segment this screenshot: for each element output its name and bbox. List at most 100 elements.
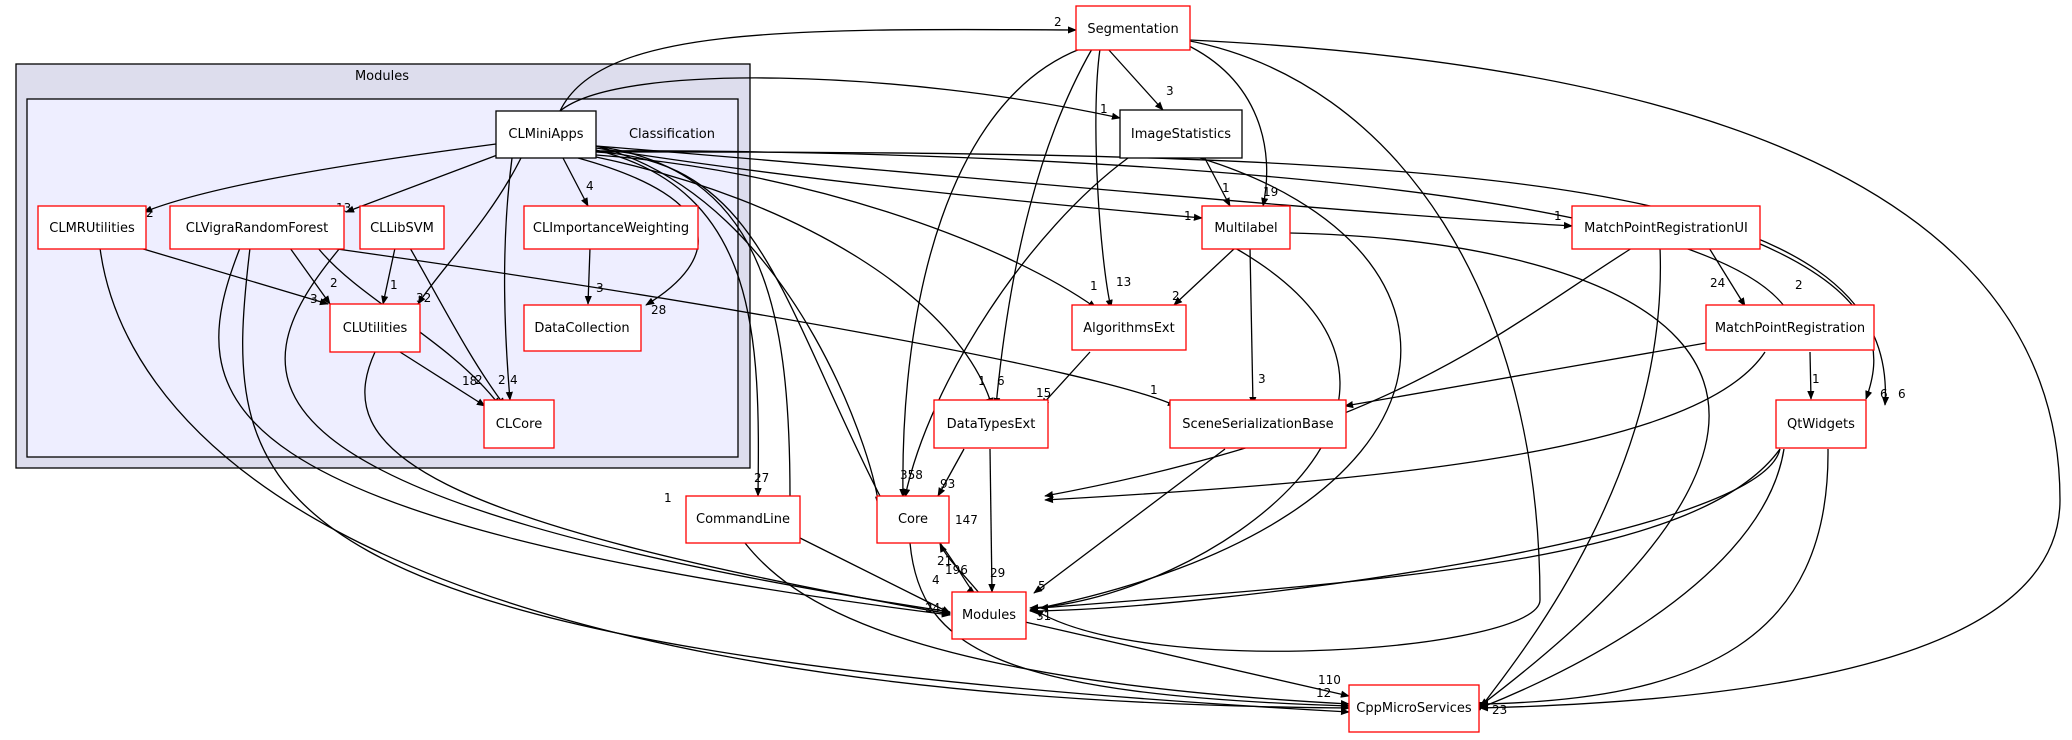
edge [289,247,331,305]
node-label: CLVigraRandomForest [186,221,328,236]
edge-labels: 2 1 3 19 13 6 1 2 13 4 28 32 4 1 1 2 1 1… [146,15,1906,717]
edge [1044,351,1766,504]
edge-count: 1 [664,491,672,505]
edge [1479,448,1829,708]
node-qt-widgets[interactable]: QtWidgets [1775,399,1867,449]
node-label: Core [898,512,928,527]
edge [1029,157,1402,612]
edge-count: 29 [990,566,1005,580]
classification-cluster-title: Classification [629,127,715,142]
edge [143,143,497,213]
node-cl-core[interactable]: CLCore [483,399,555,449]
node-segmentation[interactable]: Segmentation [1075,5,1191,51]
node-label: CLCore [496,417,542,432]
edge-count: 24 [925,601,940,615]
edge [1034,39,1541,652]
edge-count: 18 [462,374,477,388]
edge [559,77,1121,120]
edge [937,448,965,497]
node-cl-mini-apps[interactable]: CLMiniApps [495,110,597,159]
node-command-line[interactable]: CommandLine [685,495,801,544]
node-data-types-ext[interactable]: DataTypesExt [933,399,1049,449]
node-match-point-registration-ui[interactable]: MatchPointRegistrationUI [1571,205,1761,250]
node-cl-mr-utilities[interactable]: CLMRUtilities [37,205,147,250]
edge-count: 6 [997,374,1005,388]
node-label: Modules [962,608,1016,623]
node-multilabel[interactable]: Multilabel [1201,205,1291,250]
edge-count: 1 [1090,279,1098,293]
edge-count: 3 [596,281,604,295]
node-data-collection[interactable]: DataCollection [523,304,642,352]
edge [595,154,1097,309]
edge [242,247,1350,716]
edge-count: 28 [651,303,666,317]
node-label: CLLibSVM [370,221,434,236]
edge [1095,48,1113,309]
edge-count: 32 [416,291,431,305]
node-algorithms-ext[interactable]: AlgorithmsExt [1071,304,1187,351]
edge-count: 110 [1318,673,1341,687]
edge-count: 1 [1150,383,1158,397]
edge [939,543,981,595]
node-label: ImageStatistics [1131,127,1231,142]
edge [899,48,1081,498]
edge-count: 1 [390,278,398,292]
edge [1039,448,1781,611]
node-cl-utilities[interactable]: CLUtilities [329,303,421,353]
node-scene-serialization-base[interactable]: SceneSerializationBase [1169,399,1347,449]
edge-count: 1 [978,374,986,388]
edge [584,247,592,305]
node-match-point-registration[interactable]: MatchPointRegistration [1705,304,1875,351]
node-cl-vigra-random-forest[interactable]: CLVigraRandomForest [169,205,345,250]
node-core[interactable]: Core [876,495,950,544]
edge-count: 93 [940,477,955,491]
edge [1289,232,1710,707]
edge-count: 24 [1710,276,1725,290]
edge [1040,351,1091,407]
edge-count: 4 [932,573,940,587]
edge-count: 31 [1036,609,1051,623]
edge-count: 6 [1898,387,1906,401]
node-label: DataCollection [534,321,629,336]
edge [595,145,1573,230]
edge-count: 19 [1263,185,1278,199]
node-image-statistics[interactable]: ImageStatistics [1119,109,1243,159]
edge [988,448,996,593]
edge [595,147,1203,221]
edge-count: 147 [955,513,978,527]
edge-count: 6 [1880,387,1888,401]
edge-count: 1 [1184,209,1192,223]
edge-count: 1 [1222,181,1230,195]
node-modules[interactable]: Modules [951,591,1027,640]
node-cl-importance-weighting[interactable]: CLImportanceWeighting [523,205,699,250]
edge-count: 1 [1812,372,1820,386]
node-label: CppMicroServices [1356,701,1472,716]
node-label: MatchPointRegistration [1715,321,1865,336]
classification-cluster [26,98,739,458]
edge-count: 2 [498,373,506,387]
edge-count: 5 [1038,579,1046,593]
edge [409,247,506,407]
edge-count: 23 [1492,703,1507,717]
edges [99,26,2061,716]
node-label: CommandLine [696,512,790,527]
edge [1249,247,1257,406]
edge [595,145,878,505]
edge [329,247,1177,407]
edge-count: 2 [146,206,154,220]
edge [1807,351,1815,400]
edge [595,150,1791,316]
edge-count: 21 [937,554,952,568]
node-label: CLMiniApps [508,127,583,142]
edge [1044,242,1641,499]
edge-count: 196 [945,563,968,577]
edge-count: 2 [475,373,483,387]
edge [562,157,589,207]
edge-count: 2 [330,276,338,290]
edge-count: 3 [1166,84,1174,98]
node-cpp-micro-services[interactable]: CppMicroServices [1348,684,1480,733]
edge-count: 1 [1554,209,1562,223]
edge-count: 1 [1100,102,1108,116]
node-cl-lib-svm[interactable]: CLLibSVM [359,205,445,250]
node-label: AlgorithmsExt [1083,321,1174,336]
